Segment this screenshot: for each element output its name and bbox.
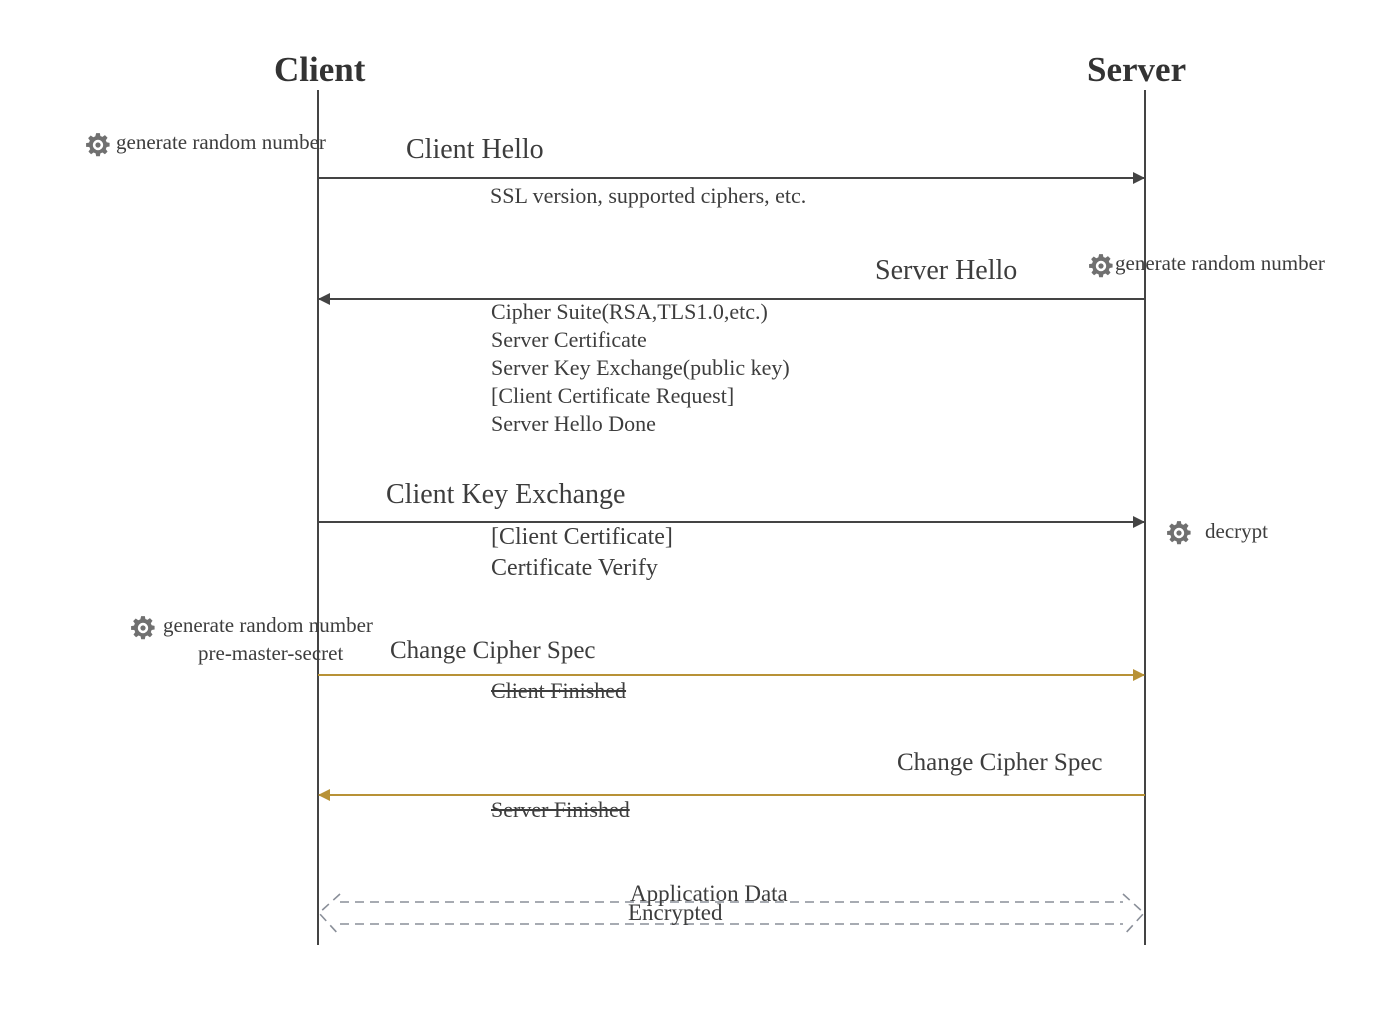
gear-icon xyxy=(1166,520,1192,546)
server-finished-label: Server Finished xyxy=(491,797,630,822)
client-key-exchange-detail: [Client Certificate] Certificate Verify xyxy=(491,522,673,584)
client-hello-label: Client Hello xyxy=(406,134,544,165)
server-hello-detail-line: Server Hello Done xyxy=(491,411,656,436)
gear-icon xyxy=(1088,253,1114,279)
client-change-cipher-label: Change Cipher Spec xyxy=(390,637,596,664)
server-hello-detail: Cipher Suite(RSA,TLS1.0,etc.) Server Cer… xyxy=(491,298,790,438)
server-hello-label: Server Hello xyxy=(875,255,1018,286)
client-hello-detail-line: SSL version, supported ciphers, etc. xyxy=(490,183,807,208)
client-actor-label: Client xyxy=(274,50,366,89)
client-premaster-note-line1: generate random number xyxy=(163,613,373,637)
client-finished-label: Client Finished xyxy=(491,678,627,703)
server-change-cipher-label: Change Cipher Spec xyxy=(897,749,1103,776)
client-key-exchange-detail-line: [Client Certificate] xyxy=(491,524,673,550)
encrypted-label: Encrypted xyxy=(628,900,723,925)
server-random-note: generate random number xyxy=(1115,251,1325,275)
client-hello-detail: SSL version, supported ciphers, etc. xyxy=(490,182,806,210)
client-premaster-note-line2: pre-master-secret xyxy=(198,641,344,665)
server-hello-detail-line: Server Certificate xyxy=(491,327,647,352)
gear-icon xyxy=(85,132,111,158)
server-decrypt-note: decrypt xyxy=(1205,519,1268,543)
server-actor-label: Server xyxy=(1087,50,1187,89)
server-hello-detail-line: Cipher Suite(RSA,TLS1.0,etc.) xyxy=(491,299,768,324)
gear-icon xyxy=(130,615,156,641)
client-key-exchange-detail-line: Certificate Verify xyxy=(491,555,658,581)
client-key-exchange-label: Client Key Exchange xyxy=(386,479,626,510)
application-data-arrow xyxy=(317,893,1146,937)
server-hello-detail-line: [Client Certificate Request] xyxy=(491,383,735,408)
client-random-note: generate random number xyxy=(116,130,326,154)
server-hello-detail-line: Server Key Exchange(public key) xyxy=(491,355,790,380)
application-data-label: Application Data xyxy=(630,881,788,906)
